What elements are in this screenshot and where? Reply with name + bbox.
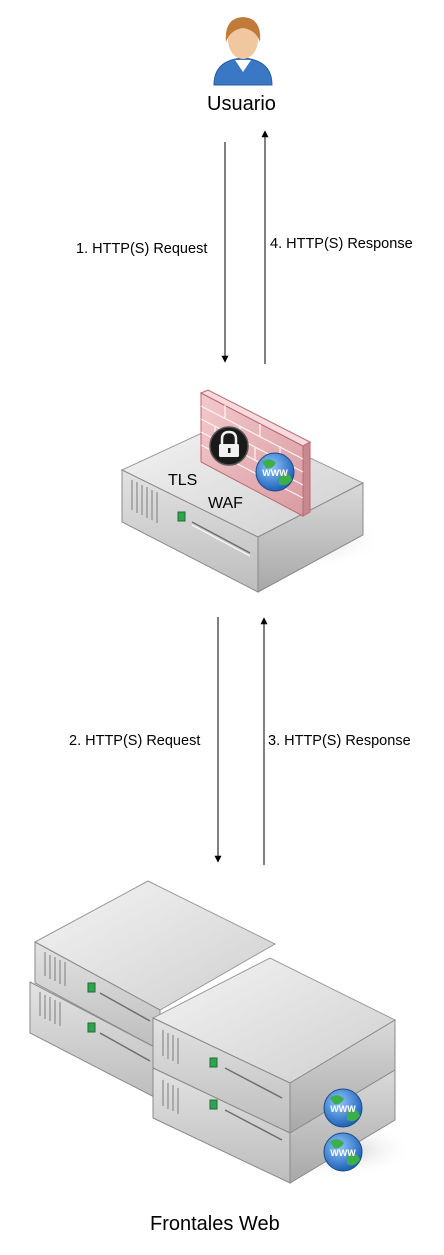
svg-text:WWW: WWW [330,1104,356,1114]
svg-text:WWW: WWW [330,1148,356,1158]
svg-text:WWW: WWW [262,468,288,478]
edge-3-label: 3. HTTP(S) Response [268,733,411,749]
tls-label: TLS [168,472,198,489]
globe-icon: WWW [323,1132,363,1172]
edge-4-label: 4. HTTP(S) Response [270,236,413,252]
edge-2-label: 2. HTTP(S) Request [69,733,201,749]
server-cluster-icon: WWW WWW [29,880,415,1184]
globe-icon: WWW [255,452,295,492]
server-firewall-icon: WWW [120,389,385,593]
waf-label: WAF [208,495,243,512]
user-label: Usuario [207,93,276,115]
user-icon [213,17,273,86]
edge-1-label: 1. HTTP(S) Request [76,241,208,257]
frontends-label: Frontales Web [150,1213,280,1235]
globe-icon: WWW [323,1088,363,1128]
lock-icon [209,426,249,466]
